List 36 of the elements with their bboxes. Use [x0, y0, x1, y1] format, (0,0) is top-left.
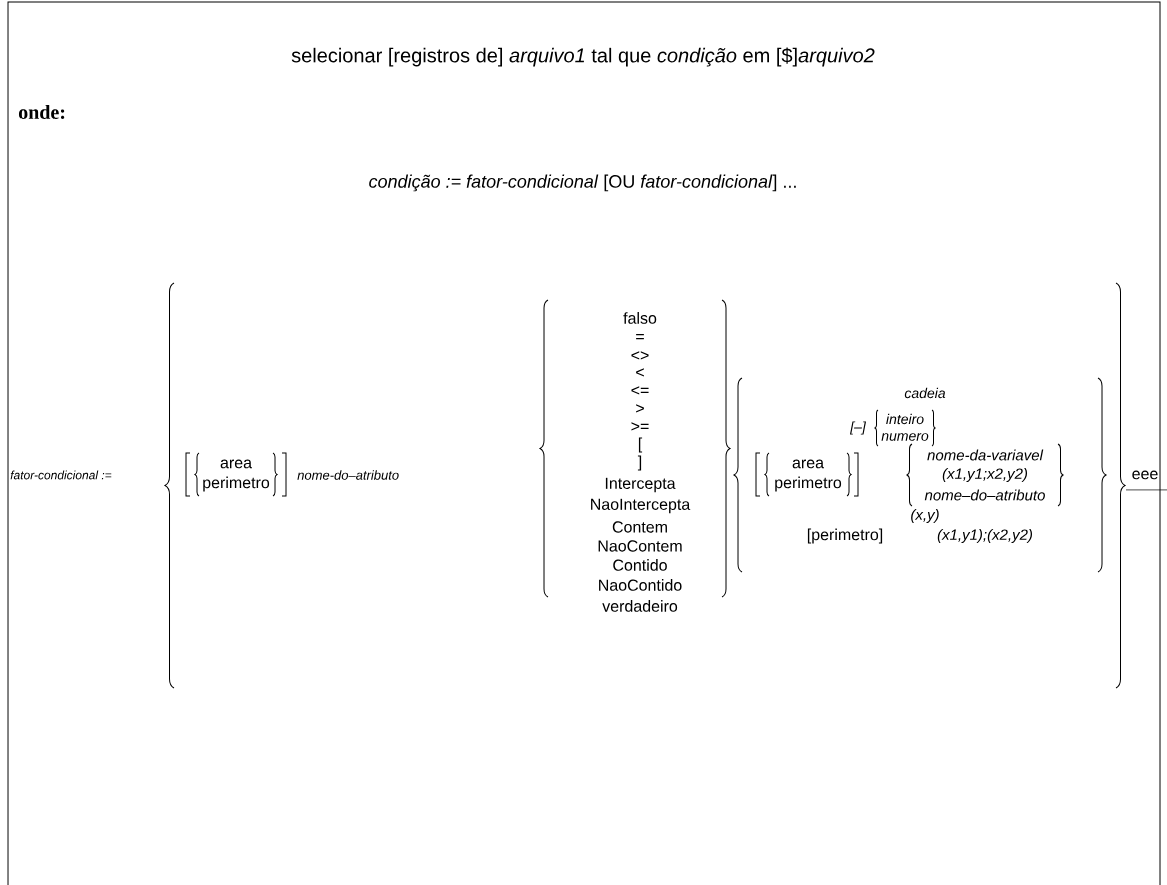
syntax-term: cadeia [904, 387, 946, 399]
rule-name: fator-condicional := [10, 470, 112, 480]
operator-symbol: >= [631, 422, 649, 431]
syntax-term: perimetro [203, 476, 270, 492]
operator-symbol: falso [623, 312, 657, 324]
syntax-term: inteiro [886, 413, 924, 425]
syntax-term: numero [881, 433, 929, 441]
note-text: onde: [19, 104, 65, 120]
syntax-term: area [792, 459, 824, 469]
syntax-term: (x1,y1);(x2,y2) [937, 529, 1033, 543]
syntax-term: eee [1132, 470, 1158, 480]
operator-symbol: <> [631, 351, 649, 360]
grammar-rule: condição := fator-condicional [OU fator-condicional] ... [369, 174, 796, 192]
operator-symbol: <= [631, 386, 649, 395]
syntax-term: area [220, 459, 252, 469]
operator-symbol: < [636, 368, 644, 377]
operator-symbol: Intercepta [605, 477, 676, 493]
syntax-term: [–] [849, 421, 867, 435]
operator-symbol: [ [638, 437, 643, 453]
syntax-term: (x,y) [911, 509, 939, 523]
operator-symbol: > [636, 404, 644, 413]
syntax-term: nome–do–atributo [924, 489, 1045, 501]
operator-symbol: Contem [612, 521, 667, 533]
operator-symbol: ] [637, 455, 642, 471]
operator-symbol: verdadeiro [602, 600, 678, 612]
operator-symbol: NaoContem [598, 540, 682, 552]
operator-symbol: = [636, 334, 644, 340]
operator-symbol: NaoIntercepta [591, 498, 691, 514]
operator-symbol: NaoContido [599, 579, 682, 591]
header-text: selecionar [registros de] arquivo1 tal que condição em [$]arquivo2 [291, 47, 875, 67]
syntax-term: nome-do–atributo [297, 470, 399, 480]
syntax-term: [perimetro] [807, 528, 883, 544]
syntax-term: perimetro [775, 476, 842, 492]
syntax-term: (x1,y1;x2,y2) [942, 468, 1028, 482]
operator-symbol: Contido [613, 559, 667, 571]
syntax-term: nome-da-variavel [927, 449, 1044, 461]
